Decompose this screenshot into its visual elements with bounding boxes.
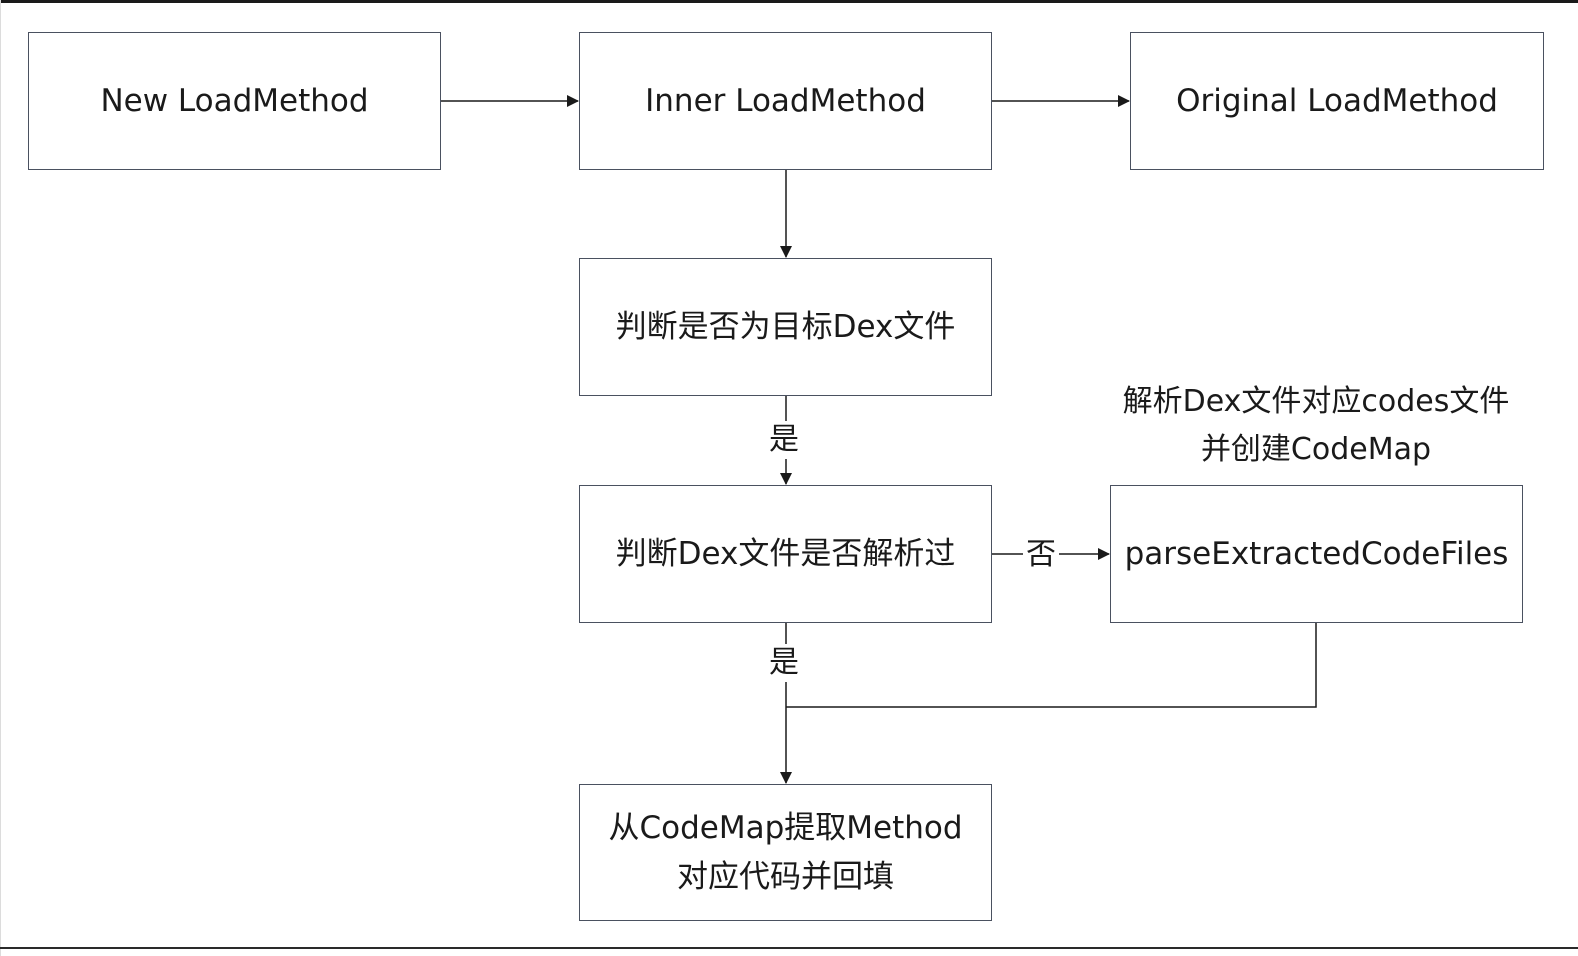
left-border-line — [0, 0, 1, 956]
edge-label-target-yes: 是 — [766, 421, 802, 459]
node-extract-and-fill-line-1: 从CodeMap提取Method — [608, 809, 963, 846]
node-inner-load-method-label: Inner LoadMethod — [645, 82, 926, 119]
node-parse-extracted-code-files-label: parseExtractedCodeFiles — [1124, 535, 1509, 572]
node-extract-and-fill-line-2: 对应代码并回填 — [677, 858, 894, 895]
node-new-load-method: New LoadMethod — [28, 32, 441, 170]
node-check-dex-parsed: 判断Dex文件是否解析过 — [579, 485, 992, 623]
node-original-load-method-label: Original LoadMethod — [1176, 82, 1498, 119]
node-check-target-dex: 判断是否为目标Dex文件 — [579, 258, 992, 396]
edge-parse-to-merge — [786, 623, 1317, 708]
node-check-dex-parsed-label: 判断Dex文件是否解析过 — [615, 535, 956, 572]
edge-label-parsed-no: 否 — [1023, 536, 1059, 574]
edge-label-parsed-yes: 是 — [766, 644, 802, 682]
node-extract-and-fill: 从CodeMap提取Method 对应代码并回填 — [579, 784, 992, 921]
node-check-target-dex-label: 判断是否为目标Dex文件 — [615, 308, 956, 345]
annotation-line-1: 解析Dex文件对应codes文件 — [1122, 384, 1510, 419]
annotation-create-codemap: 解析Dex文件对应codes文件 并创建CodeMap — [1096, 378, 1536, 474]
top-border-line — [0, 0, 1578, 3]
node-parse-extracted-code-files: parseExtractedCodeFiles — [1110, 485, 1523, 623]
annotation-line-2: 并创建CodeMap — [1200, 432, 1432, 467]
node-new-load-method-label: New LoadMethod — [100, 82, 369, 119]
bottom-border-line — [0, 947, 1578, 949]
node-original-load-method: Original LoadMethod — [1130, 32, 1544, 170]
node-inner-load-method: Inner LoadMethod — [579, 32, 992, 170]
